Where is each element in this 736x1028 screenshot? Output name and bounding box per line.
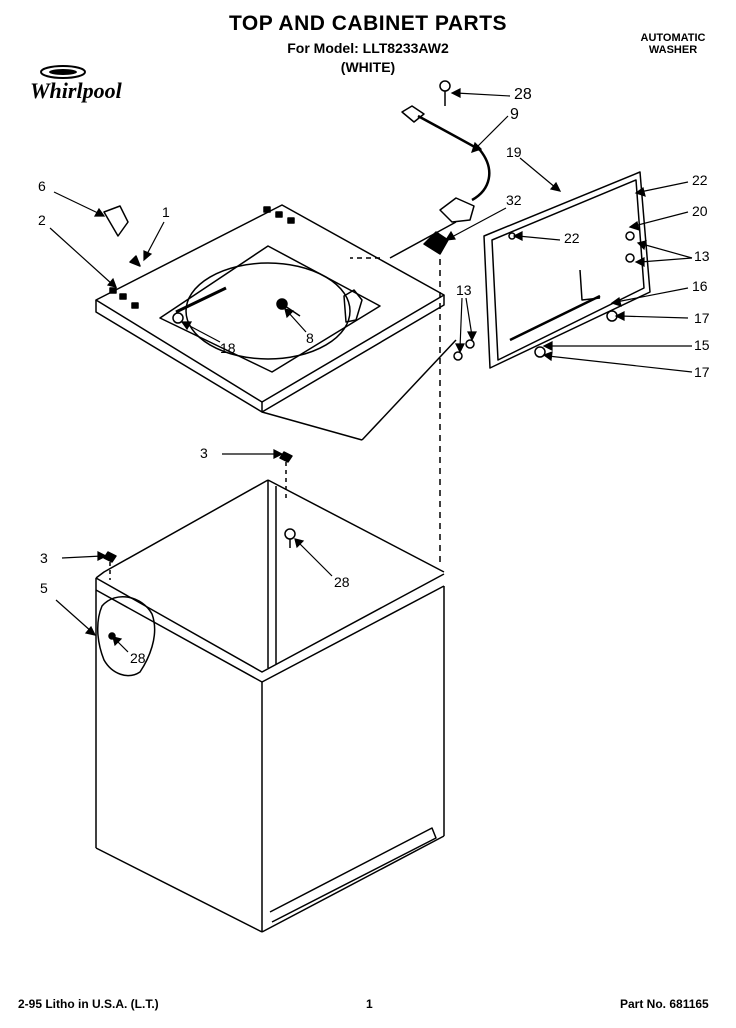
brand-logo: Whirlpool [30,78,122,103]
callout-22-b: 22 [564,230,580,246]
model-color: (WHITE) [340,59,396,75]
model-number: For Model: LLT8233AW2 [287,40,449,56]
callout-1: 1 [162,204,170,220]
callout-5: 5 [40,580,48,596]
callout-28-top: 28 [514,86,532,103]
bracket-32 [423,231,449,255]
callout-15: 15 [694,337,710,353]
callout-18: 18 [220,340,236,356]
callout-6: 6 [38,178,46,194]
footer-part-number: Part No. 681165 [620,997,709,1011]
appliance-type-line1: AUTOMATIC [640,32,706,44]
clip-3-top [279,451,293,463]
callout-3-left: 3 [40,550,48,566]
whirlpool-logo-swirl-icon [40,65,86,79]
top-panel [95,204,445,413]
callout-32: 32 [506,192,522,208]
callout-17-a: 17 [694,310,710,326]
cabinet [95,479,445,933]
footer-litho: 2-95 Litho in U.S.A. (L.T.) [18,997,159,1011]
callout-19: 19 [506,144,522,160]
screw-28-mid [284,528,296,548]
callout-22-a: 22 [692,172,708,188]
clip-1 [129,255,141,267]
clip-6 [103,205,129,237]
callout-3-top: 3 [200,445,208,461]
page-title: TOP AND CABINET PARTS [228,12,508,35]
callout-28-low: 28 [130,650,146,666]
callout-28-mid: 28 [334,574,350,590]
callout-20: 20 [692,203,708,219]
callout-8: 8 [306,330,314,346]
callout-13-left: 13 [456,282,472,298]
callout-2: 2 [38,212,46,228]
callout-9: 9 [510,106,519,123]
callout-13-right: 13 [694,248,710,264]
power-cord [389,105,491,259]
callout-17-b: 17 [694,364,710,380]
clip-3-left [103,551,117,563]
footer-page-number: 1 [366,997,373,1011]
screw-28-top [439,80,451,106]
appliance-type-line2: WASHER [648,44,698,56]
callout-16: 16 [692,278,708,294]
control-panel-frame [453,171,651,369]
